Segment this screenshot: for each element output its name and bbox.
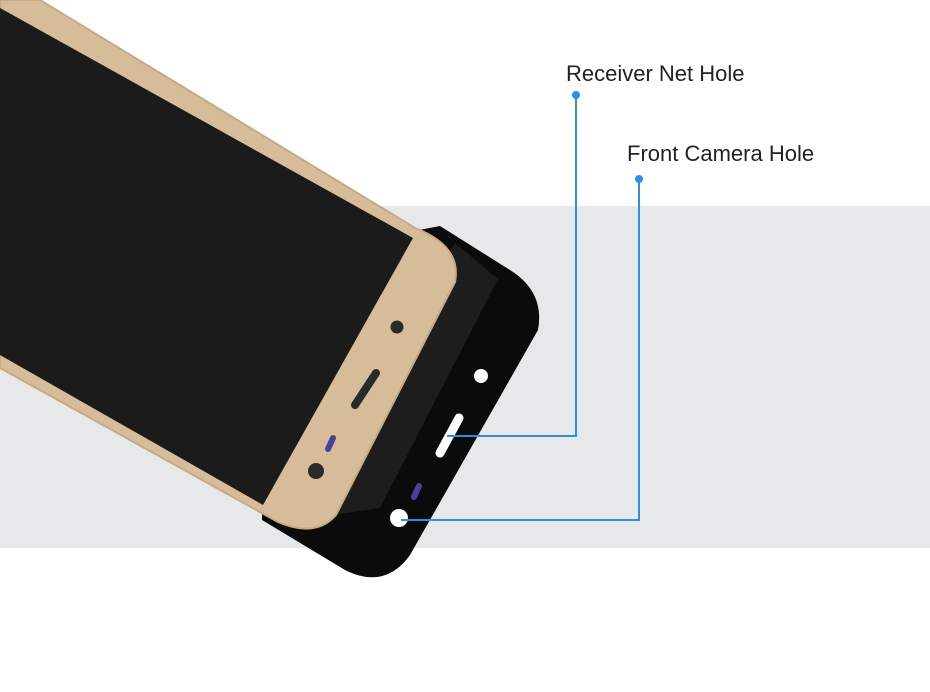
gold-sensor-hole-icon	[390, 320, 404, 334]
black-indicator-light-icon	[411, 483, 422, 500]
gold-camera-hole-icon	[308, 463, 324, 479]
black-sensor-hole-icon	[474, 369, 488, 383]
camera-callout-line	[401, 179, 640, 521]
gold-front-panel	[0, 0, 457, 530]
receiver-callout-line	[447, 95, 577, 437]
front-camera-hole-label: Front Camera Hole	[627, 141, 815, 166]
camera-callout	[401, 175, 643, 521]
receiver-callout	[447, 91, 580, 437]
receiver-net-hole-label: Receiver Net Hole	[566, 61, 745, 86]
gold-panel-screen	[0, 8, 413, 505]
receiver-callout-dot	[572, 91, 580, 99]
camera-callout-dot	[635, 175, 643, 183]
gold-indicator-light-icon	[325, 435, 336, 452]
black-camera-hole-icon	[390, 509, 408, 527]
gold-receiver-slot-icon	[351, 369, 380, 409]
